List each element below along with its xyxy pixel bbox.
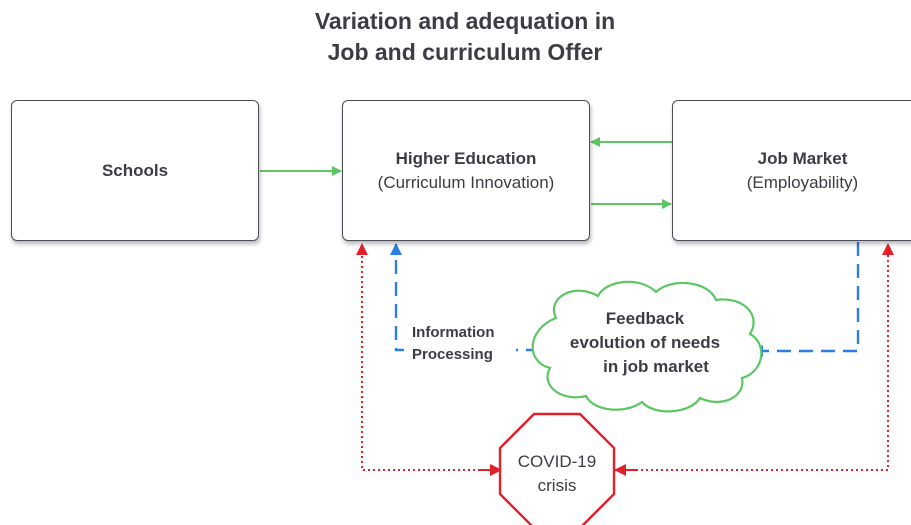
information-processing-label: Information Processing [404, 322, 516, 366]
feedback-line-3: in job market [603, 357, 709, 376]
higher-education-label: Higher Education [395, 148, 537, 168]
title-line-1: Variation and adequation in [314, 8, 616, 34]
covid-crisis-text: COVID-19 crisis [500, 450, 614, 498]
diagram-title: Variation and adequation in Job and curr… [0, 6, 911, 68]
job-market-sublabel: (Employability) [746, 172, 859, 192]
feedback-line-1: Feedback [605, 309, 685, 328]
higher-education-sublabel: (Curriculum Innovation) [377, 172, 555, 192]
job-market-box: Job Market (Employability) [672, 100, 911, 241]
covid-line-2: crisis [537, 476, 577, 495]
schools-label: Schools [101, 160, 169, 180]
covid-line-1: COVID-19 [517, 452, 597, 471]
job-market-label: Job Market [757, 148, 848, 168]
arrow-job-market-to-feedback [751, 242, 860, 357]
feedback-cloud-shape [531, 280, 763, 413]
information-processing-line-2: Processing [412, 346, 493, 363]
covid-octagon-shape [498, 412, 616, 525]
feedback-line-2: evolution of needs [569, 333, 721, 352]
information-processing-line-1: Information [412, 324, 495, 341]
schools-box: Schools [11, 100, 259, 241]
arrow-covid-to-higher-education [356, 243, 500, 471]
arrow-covid-to-job-market [616, 243, 894, 471]
feedback-cloud-text: Feedback evolution of needs in job marke… [540, 307, 750, 379]
higher-education-box: Higher Education (Curriculum Innovation) [342, 100, 590, 241]
title-line-2: Job and curriculum Offer [327, 39, 603, 65]
